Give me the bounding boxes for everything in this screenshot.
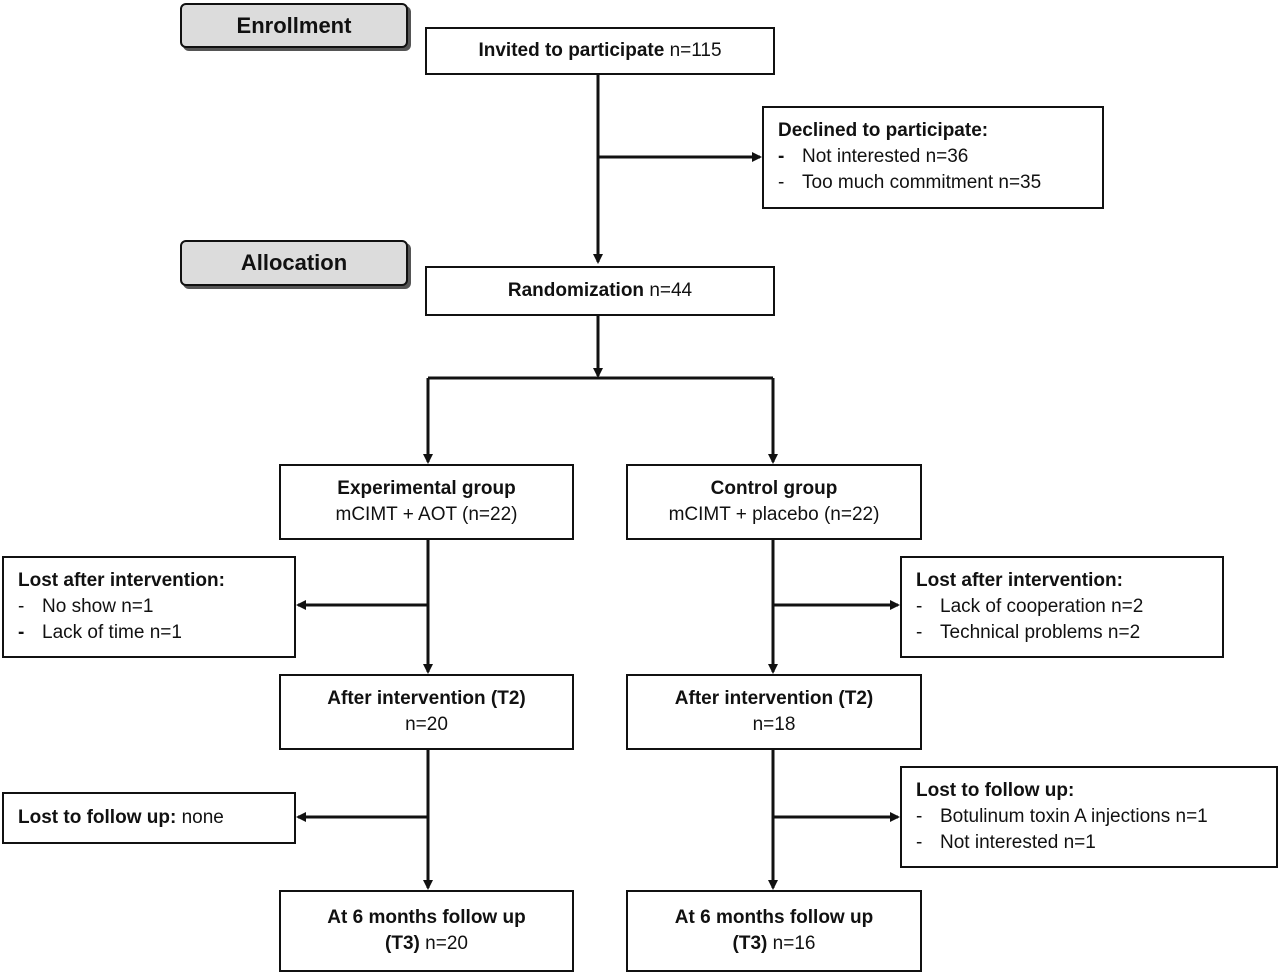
- declined-item: -Too much commitment n=35: [778, 172, 1042, 193]
- invited-box: Invited to participate n=115: [425, 27, 775, 75]
- after-exp-count: n=20: [405, 714, 448, 735]
- lost-ctrl-intervention-box: Lost after intervention: -Lack of cooper…: [900, 556, 1224, 658]
- lost-exp-intervention-item: -No show n=1: [18, 596, 154, 617]
- lost-ctrl-intervention-item: -Lack of cooperation n=2: [916, 596, 1144, 617]
- stage-allocation-label: Allocation: [240, 250, 348, 275]
- followup-exp-title: At 6 months follow up: [327, 907, 526, 928]
- after-ctrl-title: After intervention (T2): [674, 688, 874, 709]
- followup-ctrl-title: At 6 months follow up: [674, 907, 874, 928]
- lost-exp-intervention-item: -Lack of time n=1: [18, 622, 182, 643]
- stage-allocation: Allocation: [180, 240, 408, 286]
- lost-ctrl-followup-title: Lost to follow up:: [916, 780, 1075, 801]
- lost-ctrl-followup-item: -Not interested n=1: [916, 832, 1096, 853]
- experimental-group-box: Experimental group mCIMT + AOT (n=22): [279, 464, 574, 540]
- randomization-count: n=44: [649, 280, 693, 301]
- experimental-count: (n=22): [462, 504, 518, 525]
- experimental-detail: mCIMT + AOT: [335, 504, 457, 525]
- invited-count: n=115: [669, 40, 722, 61]
- followup-ctrl-box: At 6 months follow up (T3) n=16: [626, 890, 922, 972]
- experimental-title: Experimental group: [337, 478, 516, 499]
- after-ctrl-count: n=18: [752, 714, 796, 735]
- control-group-box: Control group mCIMT + placebo (n=22): [626, 464, 922, 540]
- declined-item: -Not interested n=36: [778, 146, 969, 167]
- lost-ctrl-intervention-item: -Technical problems n=2: [916, 622, 1141, 643]
- lost-exp-followup-box: Lost to follow up: none: [2, 792, 296, 844]
- declined-box: Declined to participate: -Not interested…: [762, 106, 1104, 209]
- lost-exp-intervention-box: Lost after intervention: -No show n=1 -L…: [2, 556, 296, 658]
- lost-exp-intervention-title: Lost after intervention:: [18, 570, 225, 591]
- control-detail: mCIMT + placebo: [668, 504, 819, 525]
- control-title: Control group: [710, 478, 838, 499]
- lost-ctrl-followup-box: Lost to follow up: -Botulinum toxin A in…: [900, 766, 1278, 868]
- lost-exp-followup-title: Lost to follow up:: [18, 807, 177, 828]
- followup-exp-t: (T3): [385, 933, 420, 954]
- randomization-label: Randomization: [507, 280, 645, 301]
- stage-enrollment-label: Enrollment: [236, 12, 352, 38]
- followup-exp-count: n=20: [425, 933, 468, 954]
- lost-exp-followup-value: none: [181, 807, 224, 828]
- after-ctrl-box: After intervention (T2) n=18: [626, 674, 922, 750]
- followup-exp-box: At 6 months follow up (T3) n=20: [279, 890, 574, 972]
- followup-ctrl-t: (T3): [732, 933, 768, 954]
- followup-ctrl-count: n=16: [772, 933, 816, 954]
- after-exp-box: After intervention (T2) n=20: [279, 674, 574, 750]
- lost-ctrl-followup-item: -Botulinum toxin A injections n=1: [916, 806, 1208, 827]
- randomization-box: Randomization n=44: [425, 266, 775, 316]
- stage-enrollment: Enrollment: [180, 3, 408, 48]
- declined-title: Declined to participate:: [778, 120, 989, 141]
- after-exp-title: After intervention (T2): [327, 688, 526, 709]
- invited-label: Invited to participate: [478, 40, 665, 61]
- lost-ctrl-intervention-title: Lost after intervention:: [916, 570, 1123, 591]
- control-count: (n=22): [823, 504, 880, 525]
